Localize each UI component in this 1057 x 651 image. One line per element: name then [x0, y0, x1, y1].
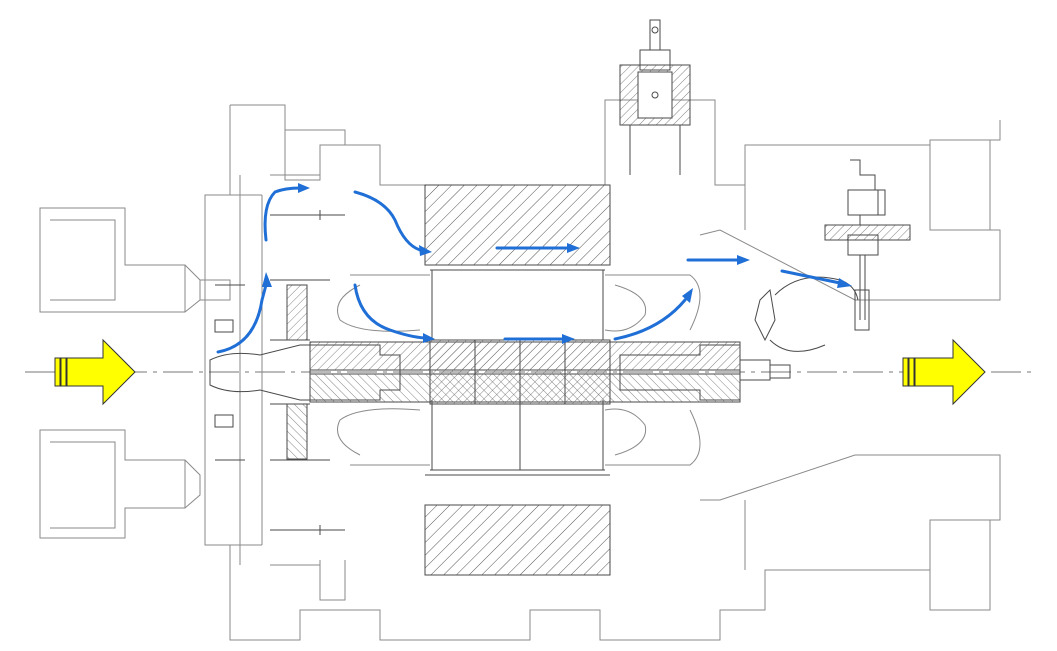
impeller-hub: [209, 284, 401, 460]
sensor-assembly: [754, 159, 911, 352]
outlet-casing: [699, 120, 1001, 611]
rotor-segments: [474, 340, 566, 404]
outlet-arrow-icon: [902, 338, 986, 406]
end-winding-right: [604, 274, 701, 466]
terminal-box-top: [619, 19, 691, 175]
inlet-arrow-icon: [54, 338, 136, 406]
stator-core-upper: [424, 184, 611, 266]
bolts: [214, 210, 345, 535]
coolant-flow-arrows: [216, 183, 852, 354]
end-winding-left: [337, 274, 430, 466]
stator-inner-lines: [425, 264, 610, 476]
inlet-flange-lower: [39, 429, 201, 539]
stator-core-lower: [424, 504, 611, 576]
bearing-right: [619, 344, 791, 401]
inlet-flange-upper: [39, 207, 231, 313]
